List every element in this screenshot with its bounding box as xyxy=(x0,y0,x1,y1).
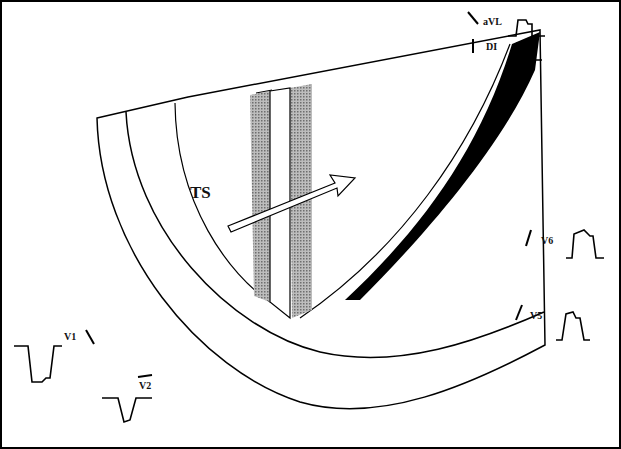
lead-label: DI xyxy=(486,42,497,52)
lead-label: V1 xyxy=(64,332,76,342)
lead-label: V6 xyxy=(541,236,553,246)
lead-label: V2 xyxy=(139,381,151,391)
structure-label: TS xyxy=(190,184,211,201)
lead-label: aVL xyxy=(483,17,502,27)
lead-label: V5 xyxy=(530,311,542,321)
